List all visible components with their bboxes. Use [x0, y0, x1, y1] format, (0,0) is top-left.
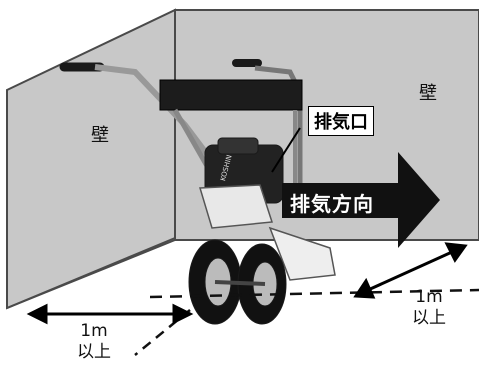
left-distance-qualifier: 以上	[77, 342, 111, 362]
left-wall	[6, 8, 176, 310]
clearance-line-left	[134, 309, 191, 356]
right-distance-qualifier: 以上	[412, 308, 446, 328]
exhaust-direction-label: 排気方向	[290, 192, 374, 216]
exhaust-direction-arrow	[282, 152, 440, 248]
right-distance-arrow	[353, 242, 468, 299]
right-distance-value: 1m	[415, 287, 443, 307]
right-wall-label: 壁	[419, 83, 437, 104]
floor-edge-left	[6, 239, 176, 309]
right-distance-label: 1m 以上	[409, 287, 449, 329]
exhaust-port-pointer	[271, 127, 301, 173]
left-distance-arrow	[26, 303, 194, 325]
left-wall-label: 壁	[91, 125, 109, 146]
exhaust-port-label: 排気口	[308, 106, 374, 136]
left-distance-value: 1m	[80, 321, 108, 341]
left-distance-label: 1m 以上	[74, 321, 114, 363]
clearance-line-right	[149, 288, 479, 299]
